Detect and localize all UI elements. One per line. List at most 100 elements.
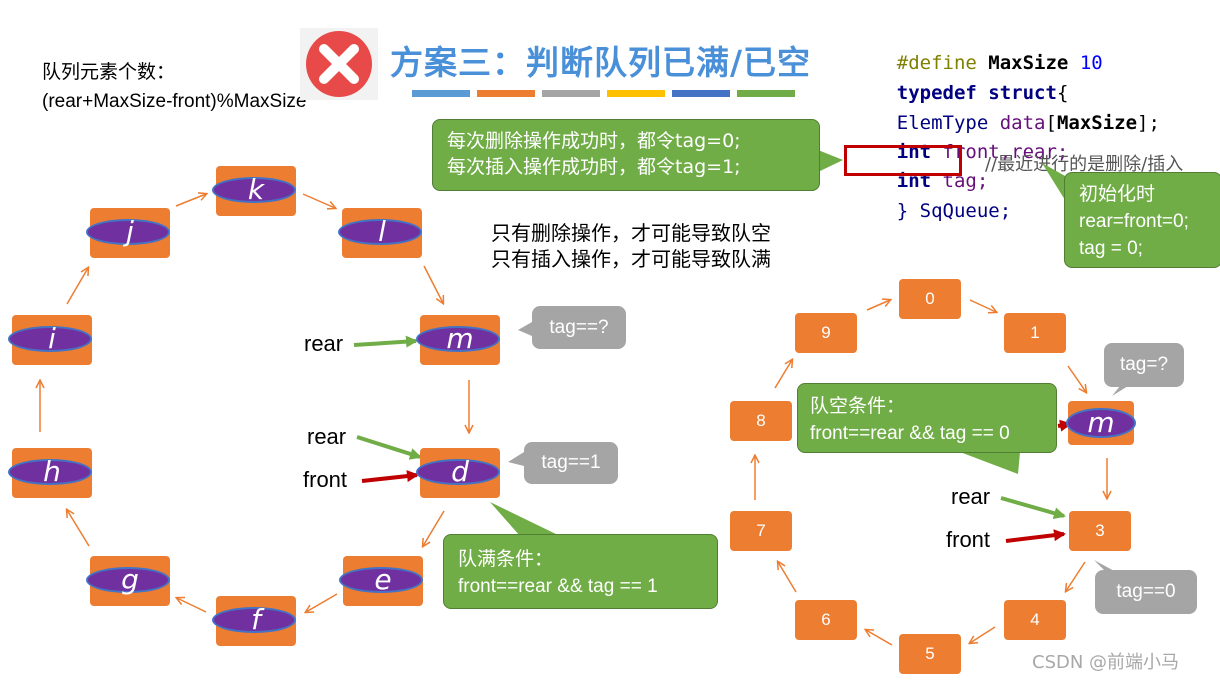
- left-node-i: i: [8, 315, 92, 365]
- right-node-9: 9: [795, 313, 857, 353]
- right-rear-label: rear: [951, 484, 991, 509]
- node-label: m: [446, 322, 474, 355]
- right-node-m: m: [1066, 401, 1136, 445]
- code-tag-highlight-box: [844, 145, 962, 176]
- left-node-e: e: [339, 556, 423, 606]
- full-condition-line1: 队满条件：: [458, 548, 554, 570]
- right-front-label: front: [946, 527, 991, 552]
- token-ellipse: [339, 567, 423, 593]
- left-arrow-d-e: [423, 510, 445, 546]
- node-label: l: [378, 215, 386, 248]
- count-formula: 队列元素个数： (rear+MaxSize-front)%MaxSize: [42, 58, 307, 116]
- right-front-arrow: [1005, 529, 1066, 543]
- code-define-name: MaxSize: [988, 52, 1069, 74]
- right-arrow-1-m: [1067, 365, 1086, 392]
- node-label: d: [451, 455, 469, 488]
- title-color-bar: [412, 90, 796, 98]
- node-label: g: [121, 563, 139, 596]
- node-label: e: [374, 563, 392, 596]
- right-arrow-6-7: [778, 562, 797, 593]
- right-node-4: 4: [1004, 600, 1066, 640]
- color-bar-5: [672, 90, 730, 97]
- full-condition-callout: 队满条件： front==rear && tag == 1: [443, 534, 718, 609]
- empty-condition-callout: 队空条件： front==rear && tag == 0: [797, 383, 1057, 453]
- node-label: j: [126, 215, 134, 248]
- left-rear-top-label: rear: [304, 331, 344, 356]
- right-node-0: 0: [899, 279, 961, 319]
- node-label: h: [43, 455, 61, 488]
- code-struct-kw: struct: [988, 82, 1057, 104]
- right-arrow-8-9: [774, 360, 792, 389]
- code-bracket-close: ];: [1137, 112, 1160, 134]
- full-condition-line2: front==rear && tag == 1: [458, 576, 658, 597]
- right-rear-arrow: [1000, 496, 1066, 520]
- node-label: k: [247, 173, 265, 206]
- token-ellipse: [8, 326, 92, 352]
- bubble-m-right-tail: [1112, 386, 1128, 396]
- full-cond-tail: [490, 502, 560, 536]
- ops-callout-tail: [818, 150, 843, 172]
- empty-cond-tail: [960, 452, 1020, 474]
- left-arrow-j-k: [175, 194, 206, 207]
- left-node-g: g: [86, 556, 170, 606]
- empty-full-note-line1: 只有删除操作，才可能导致队空: [491, 221, 771, 245]
- left-rear-top-arrow: [353, 335, 418, 348]
- color-bar-3: [542, 90, 600, 97]
- code-line-close: } SqQueue;: [851, 178, 1011, 244]
- left-front-mid-arrow: [361, 470, 419, 483]
- bubble-d-left-tail: [508, 452, 524, 466]
- init-callout: 初始化时 rear=front=0; tag = 0;: [1064, 172, 1220, 268]
- code-maxsize: MaxSize: [1056, 112, 1138, 134]
- right-node-1: 1: [1004, 313, 1066, 353]
- bubble-m-left-tail: [518, 322, 532, 336]
- code-elemtype: ElemType: [896, 112, 989, 134]
- color-bar-2: [477, 90, 535, 97]
- left-node-m: m: [416, 315, 500, 365]
- right-bubble-3: tag==0: [1095, 570, 1197, 614]
- ops-callout-line2: 每次插入操作成功时，都令tag=1;: [447, 156, 741, 178]
- empty-full-note: 只有删除操作，才可能导致队空 只有插入操作，才可能导致队满: [491, 220, 771, 272]
- token-ellipse: [416, 459, 500, 485]
- code-line-data: ElemType data[MaxSize];: [851, 90, 1160, 156]
- right-node-6: 6: [795, 600, 857, 640]
- count-formula-line1: 队列元素个数：: [42, 61, 176, 83]
- close-x-icon: [300, 28, 378, 100]
- empty-full-note-line2: 只有插入操作，才可能导致队满: [491, 247, 771, 271]
- left-node-j: j: [86, 208, 170, 258]
- token-ellipse: [416, 326, 500, 352]
- right-arrow-3-4: [1066, 561, 1086, 591]
- left-rear-mid-arrow: [356, 435, 422, 460]
- token-ellipse: [1066, 408, 1136, 438]
- ops-callout: 每次删除操作成功时，都令tag=0; 每次插入操作成功时，都令tag=1;: [432, 119, 820, 191]
- left-node-f: f: [212, 596, 296, 646]
- count-formula-line2: (rear+MaxSize-front)%MaxSize: [42, 91, 307, 112]
- ops-callout-line1: 每次删除操作成功时，都令tag=0;: [447, 130, 741, 152]
- left-bubble-m: tag==?: [532, 306, 626, 349]
- node-label: m: [1087, 406, 1115, 439]
- color-bar-1: [412, 90, 470, 97]
- token-ellipse: [86, 567, 170, 593]
- code-bracket-open: [: [1045, 112, 1057, 134]
- left-arrow-l-m: [423, 265, 443, 303]
- color-bar-6: [737, 90, 795, 97]
- right-node-8: 8: [730, 401, 792, 441]
- code-front-rear: front,rear;: [942, 141, 1069, 163]
- token-ellipse: [338, 219, 422, 245]
- init-callout-line2: rear=front=0;: [1079, 211, 1189, 232]
- right-arrow-4-5: [970, 626, 996, 643]
- right-node-5: 5: [899, 634, 961, 674]
- left-arrow-f-g: [177, 598, 207, 613]
- init-callout-line3: tag = 0;: [1079, 238, 1143, 259]
- left-arrow-e-f: [306, 593, 338, 612]
- token-ellipse: [86, 219, 170, 245]
- token-ellipse: [212, 607, 296, 633]
- token-ellipse: [212, 177, 296, 203]
- left-node-h: h: [8, 448, 92, 498]
- left-arrow-g-h: [67, 510, 90, 547]
- code-line-typedef: typedef struct{: [851, 60, 1069, 126]
- right-arrow-9-0: [866, 300, 890, 311]
- code-comment: //最近进行的是删除/插入: [985, 154, 1184, 175]
- node-label: i: [48, 322, 56, 355]
- empty-condition-line2: front==rear && tag == 0: [810, 423, 1010, 444]
- left-node-d: d: [416, 448, 500, 498]
